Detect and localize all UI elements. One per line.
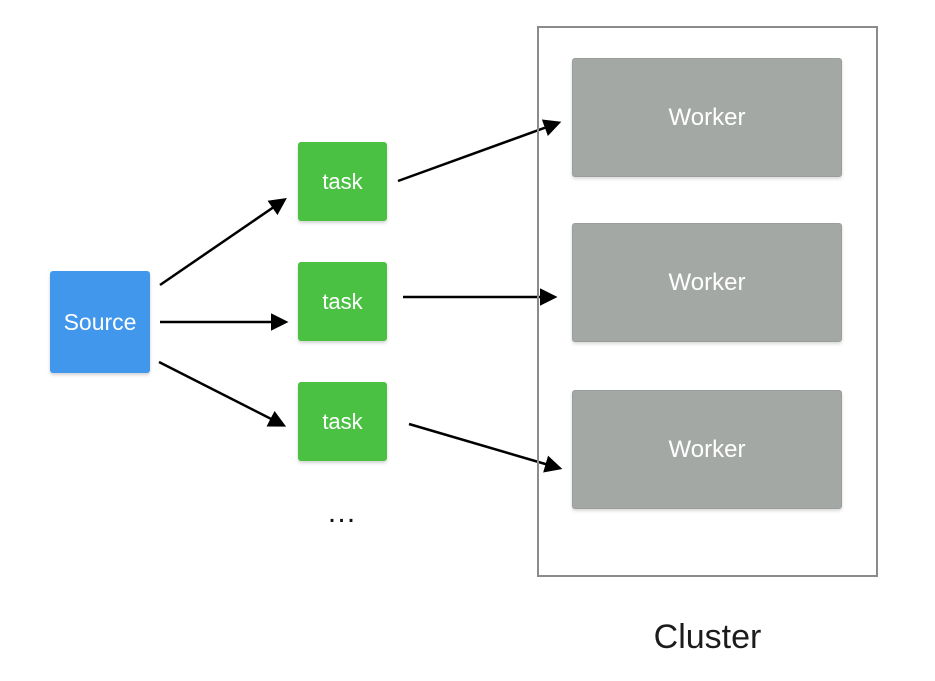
- worker-node-1-label: Worker: [668, 103, 746, 131]
- more-tasks-ellipsis: …: [326, 496, 359, 529]
- source-node-label: Source: [63, 308, 137, 335]
- task-node-2-label: task: [322, 288, 363, 314]
- task-node-1[interactable]: task: [298, 142, 387, 221]
- cluster-label: Cluster: [653, 618, 762, 656]
- worker-node-2[interactable]: Worker: [572, 223, 842, 342]
- arrow-source-to-task-3: [158, 360, 287, 427]
- task-node-3-label: task: [322, 408, 363, 434]
- task-node-3[interactable]: task: [298, 382, 387, 461]
- task-node-1-label: task: [322, 168, 363, 194]
- arrow-task-1-to-worker-1: [397, 119, 562, 183]
- cluster-container: [537, 26, 878, 577]
- worker-node-3-label: Worker: [668, 435, 746, 463]
- task-node-2[interactable]: task: [298, 262, 387, 341]
- worker-node-3[interactable]: Worker: [572, 390, 842, 509]
- arrow-source-to-task-1: [159, 198, 287, 287]
- worker-node-2-label: Worker: [668, 268, 746, 296]
- source-node[interactable]: Source: [50, 271, 150, 373]
- worker-node-1[interactable]: Worker: [572, 58, 842, 177]
